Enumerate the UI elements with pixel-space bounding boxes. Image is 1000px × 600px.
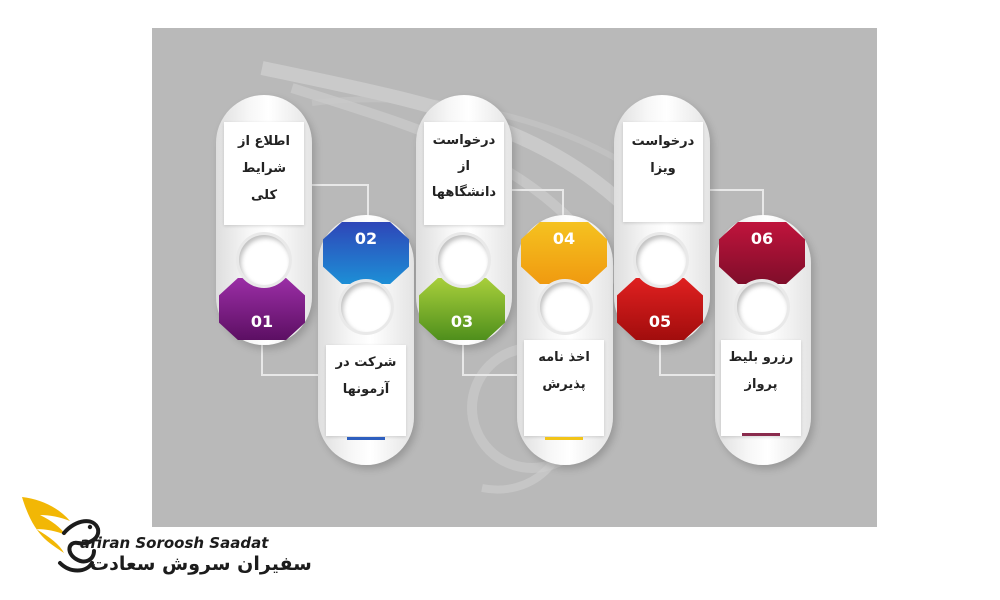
step-06-hexagon xyxy=(719,222,805,284)
logo-name-persian: سفیران سروش سعادت xyxy=(90,553,312,575)
step-02-number: 02 xyxy=(354,229,378,248)
step-04-hexagon xyxy=(521,222,607,284)
step-01-circle xyxy=(239,235,289,285)
step-05-text: درخواست ویزا xyxy=(623,122,703,222)
step-01-number: 01 xyxy=(250,312,274,331)
step-02-circle xyxy=(341,282,391,332)
step-05-number: 05 xyxy=(648,312,672,331)
step-01-hexagon xyxy=(219,278,305,340)
logo-name-english: afiran Soroosh Saadat xyxy=(80,534,269,552)
step-04-text: اخذ نامه پذیرش xyxy=(524,340,604,436)
step-02-text: شرکت در آزمونها xyxy=(326,345,406,436)
step-04-circle xyxy=(540,282,590,332)
step-02-underline xyxy=(347,437,385,440)
step-03-number: 03 xyxy=(450,312,474,331)
step-04-number: 04 xyxy=(552,229,576,248)
step-03-circle xyxy=(438,235,488,285)
step-05-circle xyxy=(636,235,686,285)
step-01-text: اطلاع از شرایط کلی xyxy=(224,122,304,225)
step-03-text: درخواست از دانشگاهها xyxy=(424,122,504,225)
step-02-hexagon xyxy=(323,222,409,284)
step-03-hexagon xyxy=(419,278,505,340)
company-logo-icon xyxy=(22,497,101,573)
step-05-hexagon xyxy=(617,278,703,340)
step-06-underline xyxy=(742,433,780,436)
step-06-circle xyxy=(737,282,787,332)
step-06-number: 06 xyxy=(750,229,774,248)
step-04-underline xyxy=(545,437,583,440)
step-06-text: رزرو بلیط پرواز xyxy=(721,340,801,436)
